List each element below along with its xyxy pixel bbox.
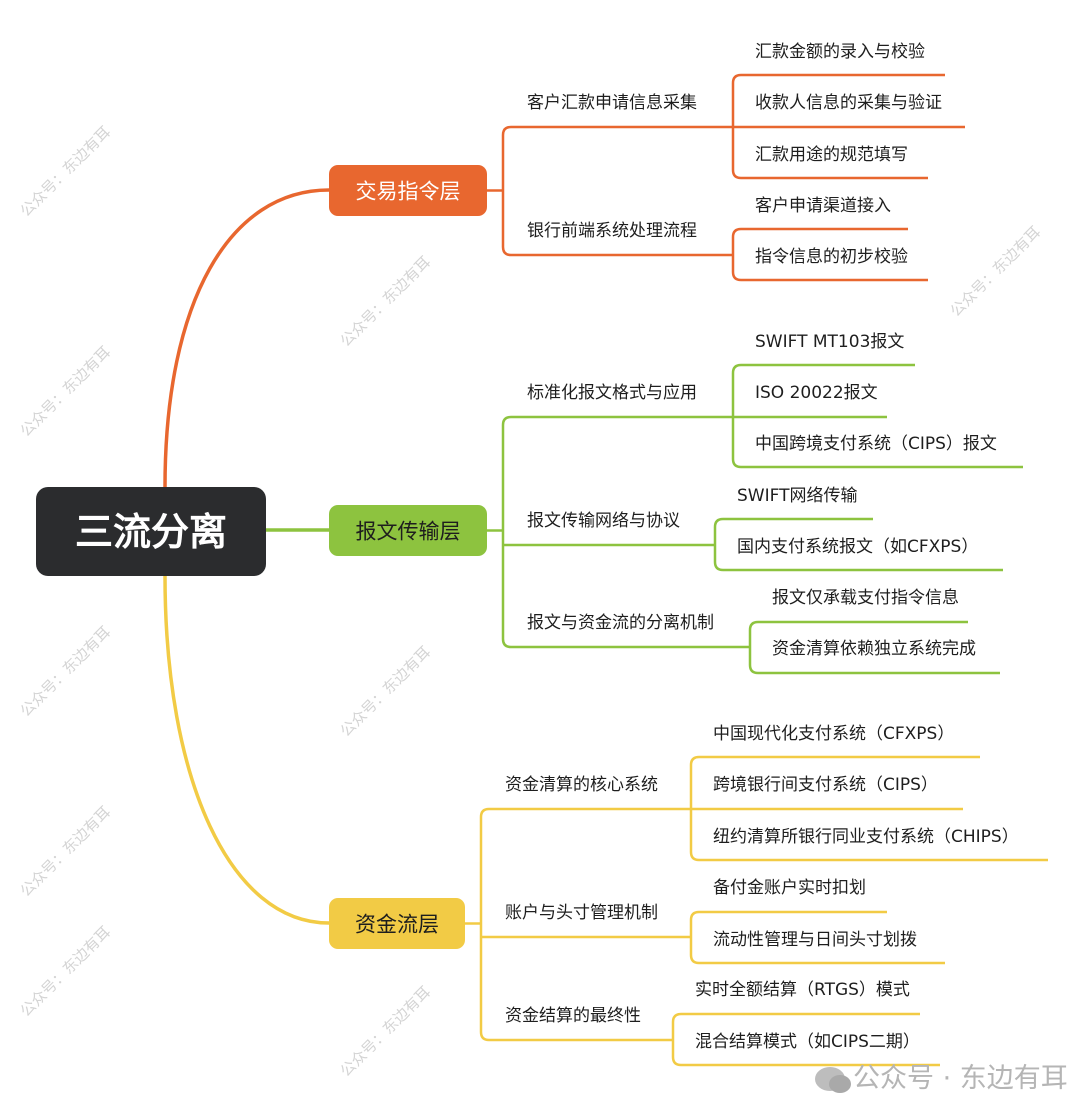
root-node (36, 487, 266, 576)
leaf-label: 资金清算依赖独立系统完成 (772, 639, 976, 659)
sub-branch-bracket (501, 415, 512, 649)
wechat-logo-watermark: 公众号 · 东边有耳 (815, 1064, 1068, 1094)
root-label: 三流分离 (75, 510, 227, 554)
branch-label: 报文传输层 (356, 520, 461, 544)
sub-branch-label: 报文与资金流的分离机制 (527, 613, 714, 633)
leaf-label: 中国现代化支付系统（CFXPS） (713, 724, 954, 744)
sub-branch-bracket (479, 807, 490, 1042)
root-connector (163, 575, 330, 925)
leaf-label: 流动性管理与日间头寸划拨 (713, 930, 917, 950)
branch-node (329, 505, 487, 556)
leaf-label: 报文仅承载支付指令信息 (772, 588, 959, 608)
leaf-label: 跨境银行间支付系统（CIPS） (713, 775, 938, 795)
branch-node (329, 898, 465, 949)
leaf-label: 收款人信息的采集与验证 (755, 93, 942, 113)
leaf-label: 客户申请渠道接入 (755, 196, 891, 216)
sub-branch-label: 客户汇款申请信息采集 (527, 93, 697, 113)
leaf-bracket (748, 620, 759, 675)
root-connector (163, 188, 330, 488)
leaf-bracket (671, 1012, 682, 1067)
leaf-bracket (689, 910, 700, 965)
leaf-label: 混合结算模式（如CIPS二期） (695, 1032, 920, 1052)
branch-label: 资金流层 (355, 913, 439, 937)
leaf-label: 实时全额结算（RTGS）模式 (695, 980, 910, 1000)
leaf-label: SWIFT MT103报文 (755, 332, 904, 352)
sub-branch-label: 账户与头寸管理机制 (505, 903, 658, 923)
leaf-label: 国内支付系统报文（如CFXPS） (737, 537, 978, 557)
leaf-label: SWIFT网络传输 (737, 486, 857, 506)
wechat-icon (815, 1067, 851, 1093)
sub-branch-label: 资金清算的核心系统 (505, 775, 658, 795)
leaf-label: ISO 20022报文 (755, 383, 878, 403)
leaf-label: 纽约清算所银行同业支付系统（CHIPS） (713, 827, 1019, 847)
sub-branch-label: 银行前端系统处理流程 (527, 221, 697, 241)
leaf-label: 中国跨境支付系统（CIPS）报文 (755, 434, 997, 454)
sub-branch-label: 报文传输网络与协议 (527, 511, 680, 531)
leaf-label: 备付金账户实时扣划 (713, 878, 866, 898)
sub-branch-label: 标准化报文格式与应用 (527, 383, 697, 403)
sub-branch-bracket (501, 125, 512, 257)
branch-node (329, 165, 487, 216)
logo-text: 公众号 · 东边有耳 (853, 1063, 1068, 1094)
sub-branch-label: 资金结算的最终性 (505, 1006, 641, 1026)
leaf-label: 汇款金额的录入与校验 (755, 42, 925, 62)
leaf-bracket (731, 227, 742, 282)
leaf-bracket (713, 517, 724, 572)
branch-label: 交易指令层 (356, 180, 461, 204)
leaf-label: 指令信息的初步校验 (755, 247, 908, 267)
leaf-label: 汇款用途的规范填写 (755, 145, 908, 165)
